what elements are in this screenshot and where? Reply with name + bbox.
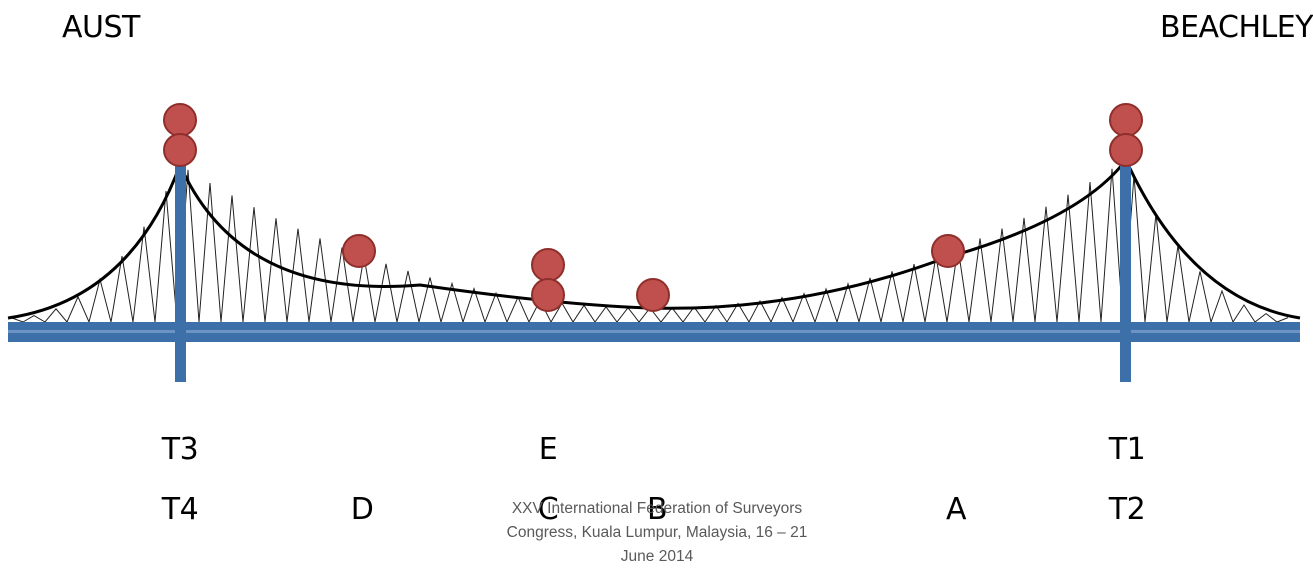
marker-t3 xyxy=(163,103,197,137)
label-e: E xyxy=(538,432,558,467)
tower-aust xyxy=(175,150,186,382)
marker-b xyxy=(636,278,670,312)
survey-markers xyxy=(163,103,1143,312)
marker-a xyxy=(931,234,965,268)
tower-beachley xyxy=(1120,150,1131,382)
deck-highlight xyxy=(8,330,1300,333)
label-t2: T2 xyxy=(1108,492,1146,527)
footer-line-2: Congress, Kuala Lumpur, Malaysia, 16 – 2… xyxy=(506,524,808,541)
footer-line-3: June 2014 xyxy=(620,548,694,565)
label-b: B xyxy=(646,492,668,527)
marker-t1 xyxy=(1109,103,1143,137)
label-d: D xyxy=(350,492,374,527)
marker-t2 xyxy=(1109,133,1143,167)
label-c: C xyxy=(537,492,559,527)
label-beachley: BEACHLEY xyxy=(1160,10,1313,45)
marker-c xyxy=(531,278,565,312)
main-cable-left-span xyxy=(7,164,182,320)
marker-d xyxy=(342,234,376,268)
marker-t4 xyxy=(163,133,197,167)
main-cable-right-span xyxy=(1124,159,1301,320)
label-aust: AUST xyxy=(62,10,140,45)
label-a: A xyxy=(945,492,967,527)
footer-line-1: XXV International Federation of Surveyor… xyxy=(511,500,803,517)
label-t4: T4 xyxy=(161,492,199,527)
label-t1: T1 xyxy=(1108,432,1146,467)
label-t3: T3 xyxy=(161,432,199,467)
footer-caption: XXV International Federation of Surveyor… xyxy=(457,497,857,569)
marker-e xyxy=(531,248,565,282)
